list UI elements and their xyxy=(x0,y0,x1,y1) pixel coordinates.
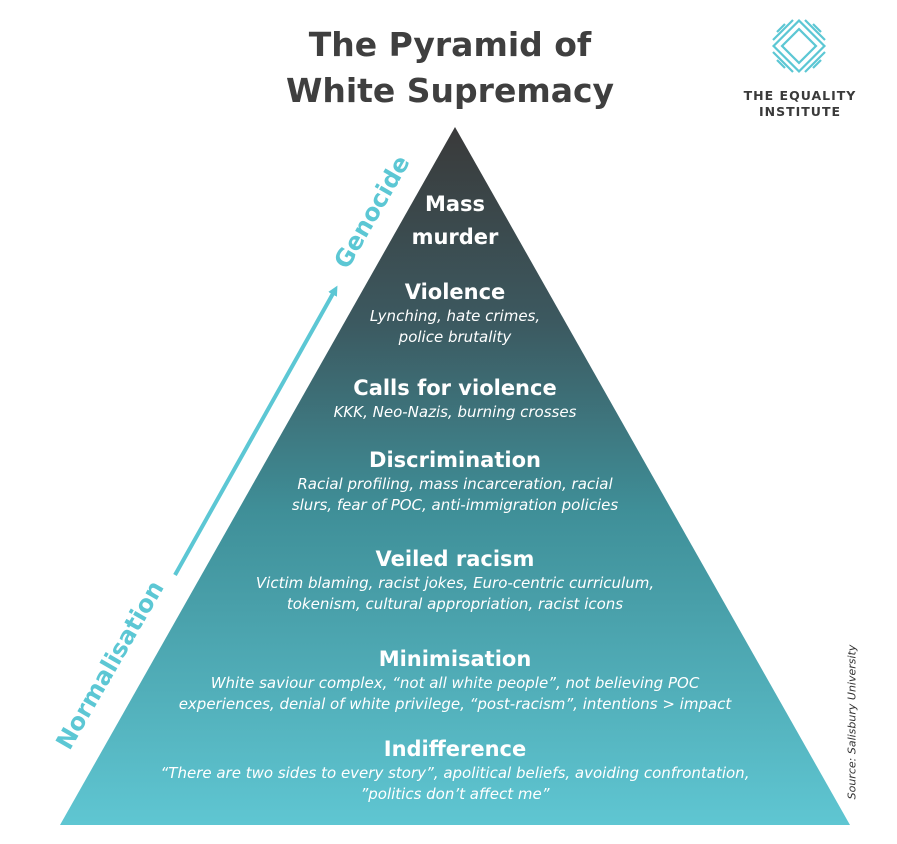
level-desc-1: Victim blaming, racist jokes, Euro-centr… xyxy=(255,574,655,592)
level-heading: Discrimination xyxy=(369,448,541,472)
level-desc-2: tokenism, cultural appropriation, racist… xyxy=(286,595,624,613)
source-note: Source: Salisbury University xyxy=(845,644,859,800)
logo-line-2: INSTITUTE xyxy=(758,104,842,119)
level-desc-2: police brutality xyxy=(398,328,512,346)
level-heading: Minimisation xyxy=(378,647,532,671)
pyramid-shape xyxy=(60,127,850,825)
level-minimisation: Minimisation White saviour complex, “not… xyxy=(105,645,805,715)
level-desc-1: Racial profiling, mass incarceration, ra… xyxy=(297,475,613,493)
level-heading: Mass xyxy=(424,192,486,216)
level-desc-2: slurs, fear of POC, anti-immigration pol… xyxy=(291,496,619,514)
level-violence: Violence Lynching, hate crimes, police b… xyxy=(305,278,605,348)
logo-text: THE EQUALITY INSTITUTE xyxy=(735,88,865,120)
level-discrimination: Discrimination Racial profiling, mass in… xyxy=(205,446,705,516)
level-desc-2: ”politics don’t affect me” xyxy=(360,785,550,803)
level-calls-for-violence: Calls for violence KKK, Neo-Nazis, burni… xyxy=(255,374,655,423)
normalisation-arrow xyxy=(173,285,338,576)
level-mass-murder: Mass murder xyxy=(380,188,530,254)
level-desc-1: “There are two sides to every story”, ap… xyxy=(160,764,750,782)
level-heading-2: murder xyxy=(411,225,499,249)
equality-institute-logo-icon xyxy=(771,18,827,74)
title-line-2: White Supremacy xyxy=(285,71,615,110)
level-veiled-racism: Veiled racism Victim blaming, racist jok… xyxy=(155,545,755,615)
level-heading: Violence xyxy=(404,280,506,304)
level-heading: Veiled racism xyxy=(375,547,535,571)
level-desc-1: White saviour complex, “not all white pe… xyxy=(210,674,700,692)
page-title: The Pyramid of White Supremacy xyxy=(250,22,650,114)
level-heading: Indifference xyxy=(383,737,527,761)
level-indifference: Indifference “There are two sides to eve… xyxy=(75,735,835,805)
level-desc-1: Lynching, hate crimes, xyxy=(369,307,541,325)
level-heading: Calls for violence xyxy=(353,376,557,400)
logo-line-1: THE EQUALITY xyxy=(743,88,857,103)
level-desc-2: experiences, denial of white privilege, … xyxy=(178,695,732,713)
title-line-1: The Pyramid of xyxy=(308,25,592,64)
level-desc-1: KKK, Neo-Nazis, burning crosses xyxy=(333,403,577,421)
